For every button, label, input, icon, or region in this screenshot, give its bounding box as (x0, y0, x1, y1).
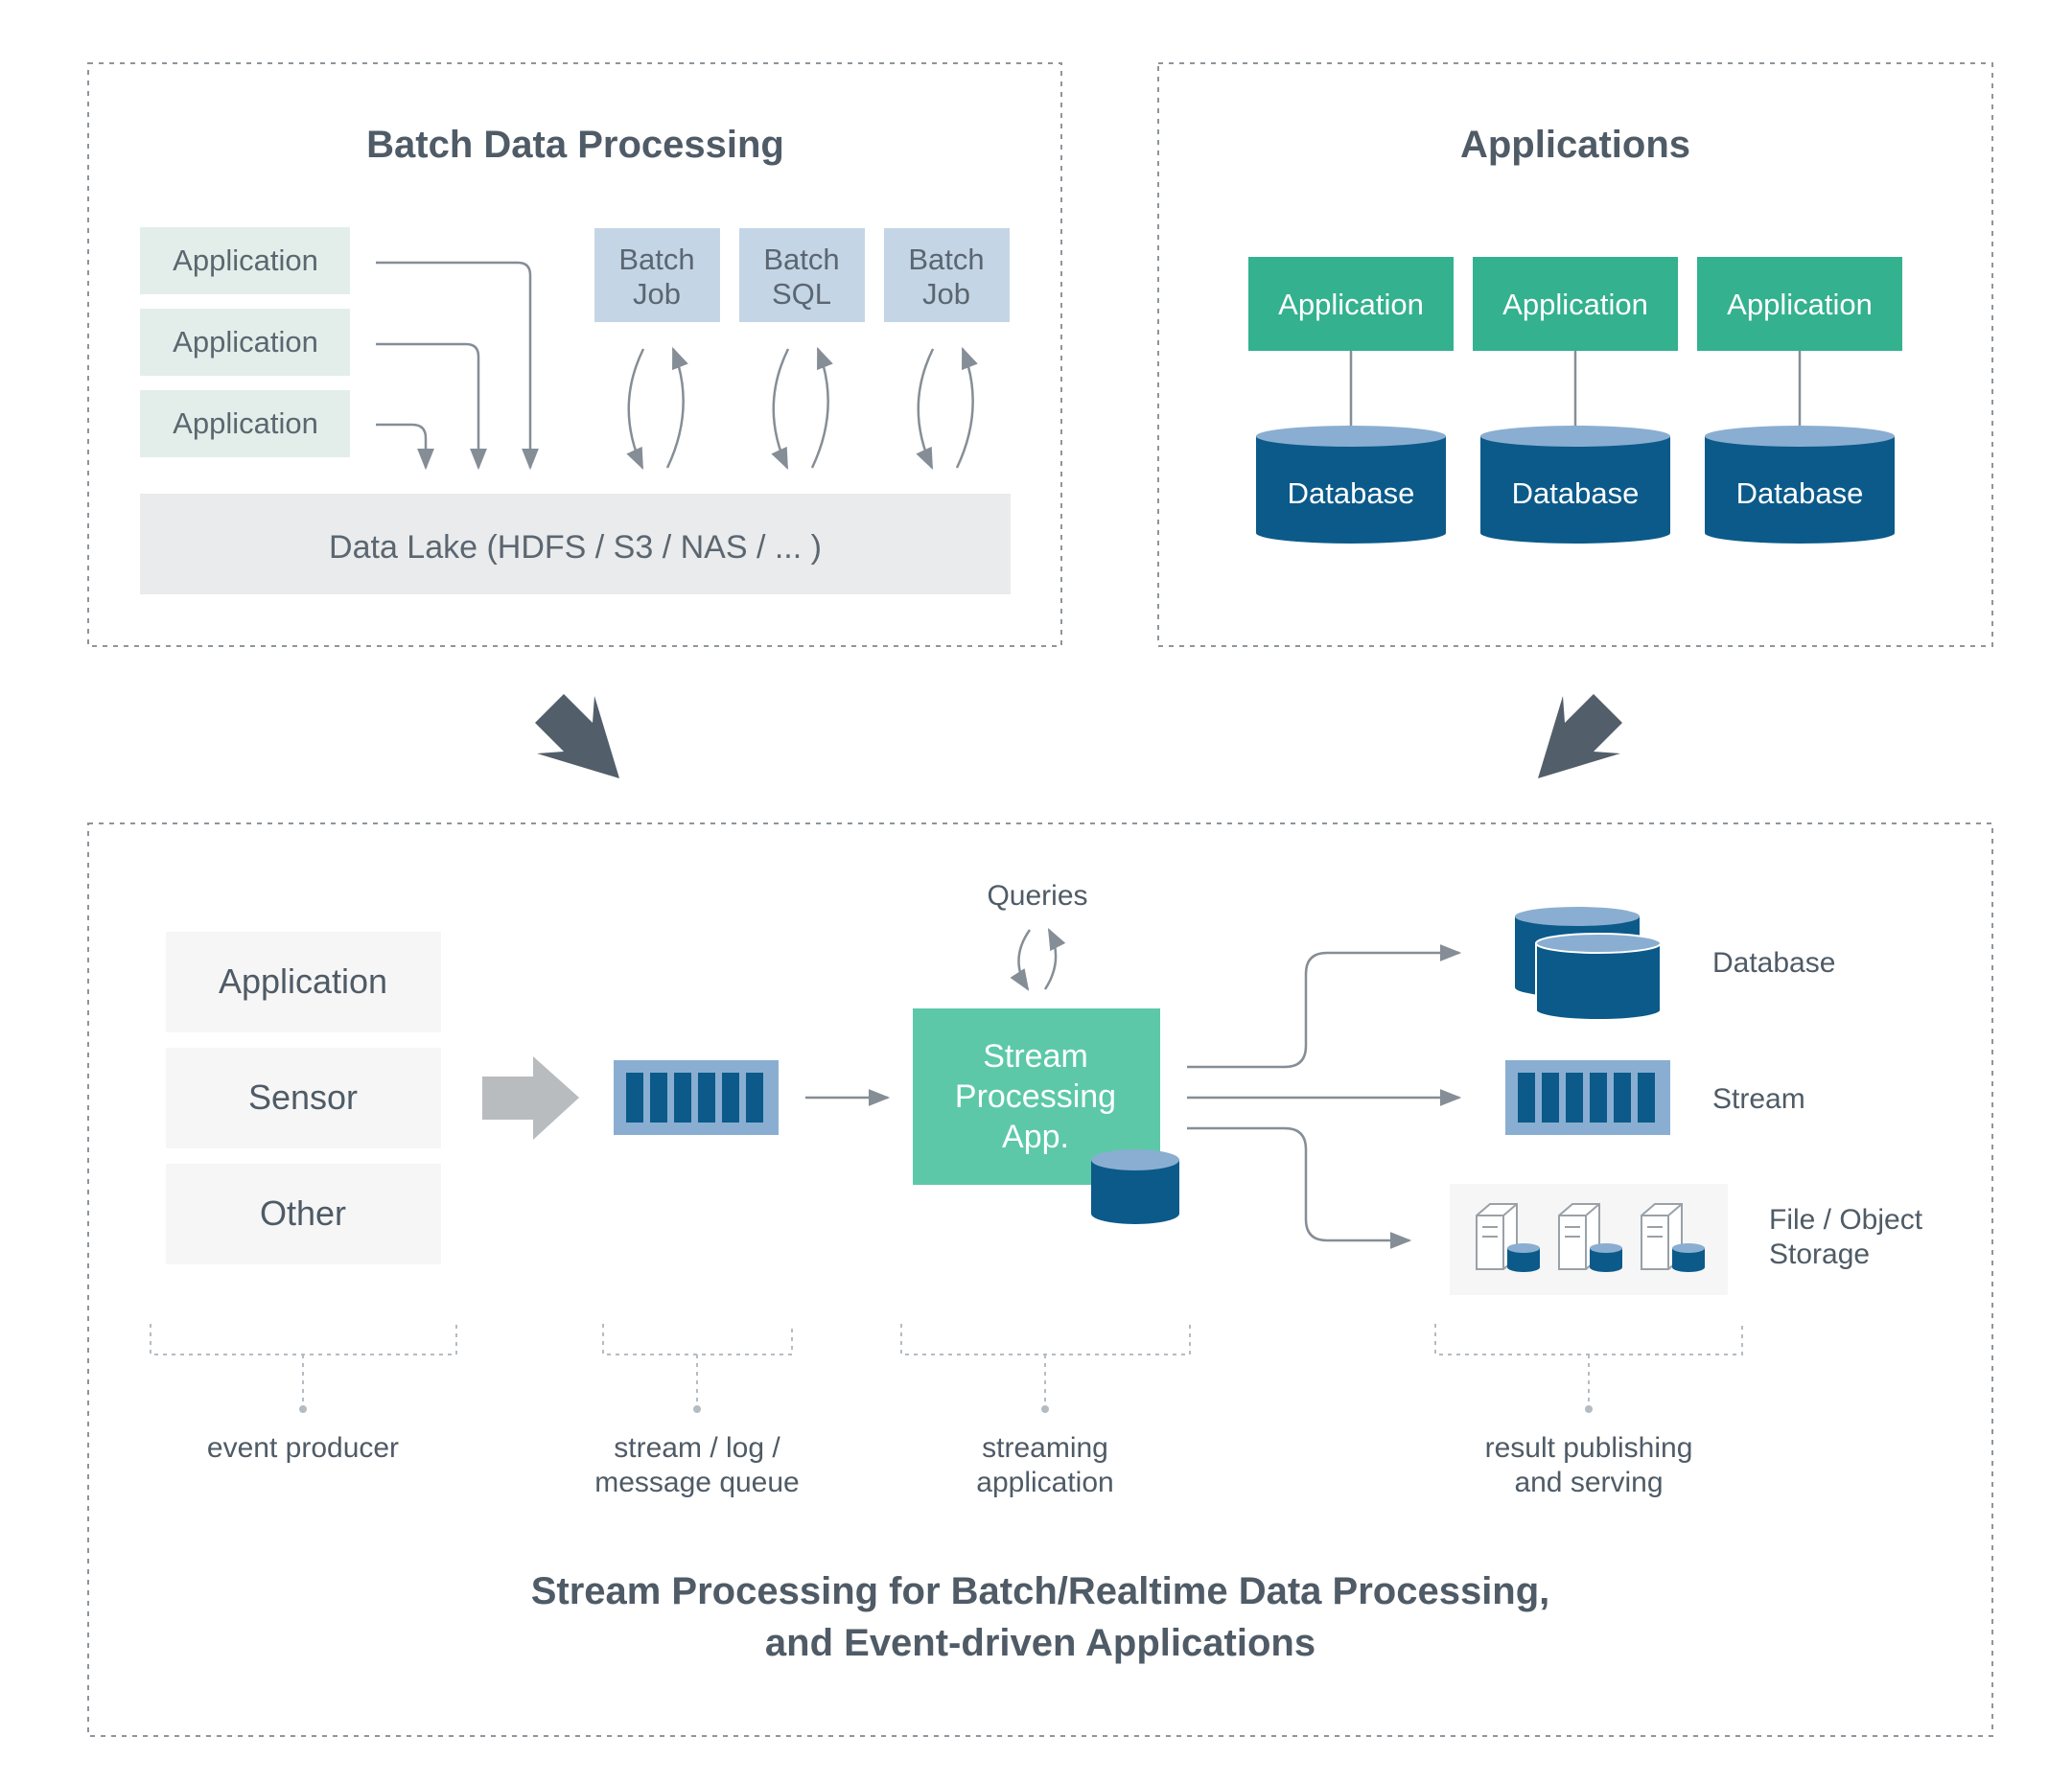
batch-app-label: Application (173, 406, 318, 440)
batch-job-3: Batch Job (884, 228, 1010, 322)
server-icon (1476, 1203, 1540, 1272)
output-database-label: Database (1712, 947, 1835, 979)
database-label: Database (1288, 476, 1415, 510)
app-bracket (900, 1324, 1191, 1404)
queries-label: Queries (987, 880, 1087, 912)
batch-job-1-cycle-arrows (626, 346, 688, 471)
batch-job-line1: Batch (763, 243, 839, 276)
queue-bracket-dot (693, 1405, 701, 1413)
app-box-label: Application (1727, 288, 1873, 321)
output-storage-label-line2: Storage (1769, 1239, 1870, 1270)
output-database-icon (1515, 907, 1662, 1021)
stream-app-line2: Processing (955, 1078, 1116, 1115)
database-icon (1256, 426, 1446, 544)
caption-queue-line2: message queue (594, 1467, 800, 1498)
batch-app-2: Application (140, 309, 350, 376)
message-queue-icon (614, 1060, 779, 1135)
output-stream-icon (1505, 1060, 1670, 1135)
producer-label: Other (260, 1193, 346, 1233)
database-icon (1480, 426, 1670, 544)
stream-app-line3: App. (1002, 1119, 1069, 1155)
batch-job-2: Batch SQL (739, 228, 865, 322)
batch-panel: Batch Data Processing Application Applic… (87, 62, 1062, 647)
stream-panel: Application Sensor Other Queries (87, 822, 1993, 1737)
stream-title-line2: and Event-driven Applications (765, 1622, 1315, 1664)
app-to-storage-arrow (1187, 1126, 1412, 1249)
output-stream-label: Stream (1712, 1083, 1805, 1115)
batch-app3-arrow (376, 423, 434, 471)
app-db-pair-3: Application Database (1697, 257, 1902, 544)
result-bracket-dot (1585, 1405, 1593, 1413)
data-lake: Data Lake (HDFS / S3 / NAS / ... ) (140, 494, 1011, 594)
app-bracket-dot (1041, 1405, 1049, 1413)
app-box (1473, 257, 1678, 351)
apps-to-stream-arrow-icon (1538, 694, 1622, 778)
batch-job-line2: Job (922, 277, 970, 311)
batch-job-1: Batch Job (594, 228, 720, 322)
batch-job-2-cycle-arrows (771, 346, 833, 471)
batch-app-label: Application (173, 325, 318, 359)
producer-application: Application (166, 932, 441, 1032)
output-storage-icon (1450, 1184, 1728, 1295)
queries-cycle-arrows (1010, 928, 1066, 991)
batch-app-label: Application (173, 243, 318, 277)
producer-label: Sensor (248, 1077, 358, 1117)
batch-job-3-cycle-arrows (916, 346, 978, 471)
app-state-database-icon (1091, 1149, 1179, 1224)
caption-event-producer: event producer (207, 1432, 399, 1464)
queue-bracket (602, 1324, 793, 1404)
caption-result-line2: and serving (1514, 1467, 1663, 1498)
server-icon (1641, 1203, 1705, 1272)
batch-app-3: Application (140, 390, 350, 457)
caption-result-line1: result publishing (1485, 1432, 1693, 1464)
batch-to-stream-arrow-icon (535, 694, 619, 778)
batch-job-line1: Batch (618, 243, 694, 276)
producer-other: Other (166, 1164, 441, 1264)
applications-title: Applications (1460, 124, 1690, 166)
data-lake-label: Data Lake (HDFS / S3 / NAS / ... ) (329, 529, 822, 566)
result-bracket (1434, 1324, 1743, 1404)
stream-title-line1: Stream Processing for Batch/Realtime Dat… (531, 1570, 1550, 1612)
app-db-pair-2: Application Database (1473, 257, 1678, 544)
batch-app2-arrow (376, 342, 487, 471)
batch-panel-border (87, 62, 1062, 647)
producer-label: Application (219, 961, 387, 1001)
app-to-database-arrow (1187, 944, 1462, 1069)
server-icon (1558, 1203, 1622, 1272)
batch-job-line2: Job (633, 277, 681, 311)
app-box (1697, 257, 1902, 351)
app-box (1248, 257, 1454, 351)
stream-panel-border (87, 822, 1993, 1737)
batch-app1-arrow (376, 261, 539, 471)
database-icon (1705, 426, 1895, 544)
caption-queue-line1: stream / log / (614, 1432, 780, 1464)
producer-sensor: Sensor (166, 1048, 441, 1148)
ingest-arrow-icon (482, 1056, 579, 1140)
app-db-pair-1: Application Database (1248, 257, 1454, 544)
caption-app-line1: streaming (982, 1432, 1108, 1464)
database-label: Database (1736, 476, 1864, 510)
batch-title: Batch Data Processing (366, 124, 784, 166)
database-label: Database (1512, 476, 1640, 510)
producer-bracket (150, 1324, 457, 1404)
app-box-label: Application (1502, 288, 1648, 321)
batch-app-1: Application (140, 227, 350, 294)
applications-panel: Applications Application Database Applic… (1157, 62, 1993, 647)
output-storage-label-line1: File / Object (1769, 1204, 1923, 1236)
app-box-label: Application (1278, 288, 1424, 321)
stream-app-line1: Stream (983, 1038, 1088, 1075)
batch-job-line1: Batch (908, 243, 984, 276)
applications-panel-border (1157, 62, 1993, 647)
batch-job-line2: SQL (772, 277, 831, 311)
caption-app-line2: application (976, 1467, 1113, 1498)
producer-bracket-dot (299, 1405, 307, 1413)
